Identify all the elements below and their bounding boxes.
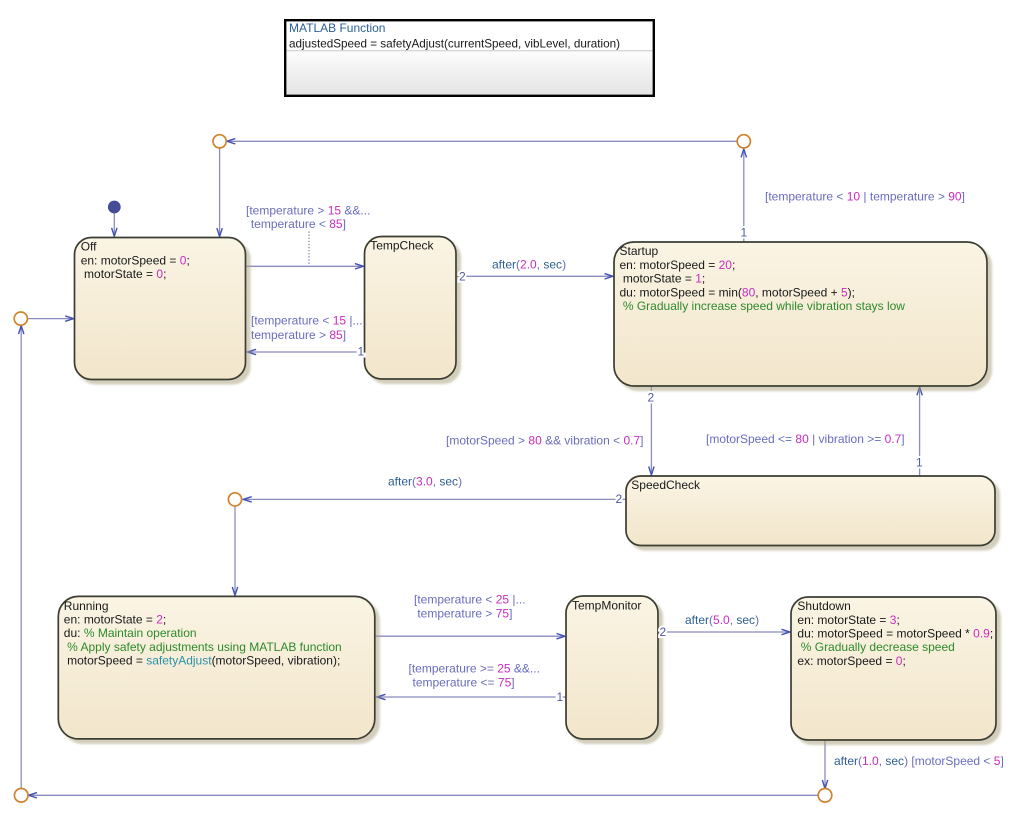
svg-text:motorSpeed = safetyAdjust(moto: motorSpeed = safetyAdjust(motorSpeed, vi…: [64, 653, 341, 667]
svg-text:en: motorSpeed = 20;: en: motorSpeed = 20;: [620, 258, 736, 272]
svg-text:% Gradually decrease speed: % Gradually decrease speed: [797, 640, 954, 654]
svg-text:[motorSpeed > 80 && vibration: [motorSpeed > 80 && vibration < 0.7]: [446, 434, 644, 448]
svg-text:TempMonitor: TempMonitor: [572, 599, 641, 613]
svg-text:1: 1: [557, 690, 564, 704]
svg-text:2: 2: [459, 270, 466, 284]
svg-text:[temperature > 15 &&...: [temperature > 15 &&...: [246, 204, 370, 218]
svg-text:Off: Off: [81, 240, 97, 254]
svg-text:Shutdown: Shutdown: [797, 599, 850, 613]
svg-text:[temperature >= 25 &&...: [temperature >= 25 &&...: [409, 661, 540, 675]
svg-text:after(3.0, sec): after(3.0, sec): [388, 475, 462, 489]
svg-text:en: motorState = 3;: en: motorState = 3;: [797, 613, 899, 627]
svg-text:1: 1: [358, 345, 365, 359]
svg-text:after(1.0, sec) [motorSpeed <: after(1.0, sec) [motorSpeed < 5]: [834, 754, 1004, 768]
svg-text:SpeedCheck: SpeedCheck: [631, 478, 701, 492]
svg-text:ex: motorSpeed = 0;: ex: motorSpeed = 0;: [797, 654, 905, 668]
svg-text:Running: Running: [64, 599, 109, 613]
svg-text:temperature <= 75]: temperature <= 75]: [413, 676, 515, 690]
svg-text:[temperature < 15 |...: [temperature < 15 |...: [251, 314, 363, 328]
svg-text:du: motorSpeed = min(80, motor: du: motorSpeed = min(80, motorSpeed + 5)…: [620, 285, 856, 299]
svg-text:du: % Maintain operation: du: % Maintain operation: [64, 626, 197, 640]
svg-text:[temperature < 25 |...: [temperature < 25 |...: [414, 592, 526, 606]
svg-text:% Gradually increase speed whi: % Gradually increase speed while vibrati…: [620, 299, 906, 313]
svg-text:motorState = 1;: motorState = 1;: [620, 272, 706, 286]
svg-text:TempCheck: TempCheck: [370, 239, 434, 253]
svg-text:en: motorState = 2;: en: motorState = 2;: [64, 613, 166, 627]
svg-text:en: motorSpeed = 0;: en: motorSpeed = 0;: [81, 253, 190, 267]
svg-text:after(2.0, sec): after(2.0, sec): [492, 258, 566, 272]
svg-text:adjustedSpeed = safetyAdjust(c: adjustedSpeed = safetyAdjust(currentSpee…: [289, 38, 620, 51]
svg-text:du: motorSpeed = motorSpeed *: du: motorSpeed = motorSpeed * 0.9;: [797, 627, 993, 641]
svg-text:MATLAB Function: MATLAB Function: [289, 21, 385, 35]
svg-text:motorState = 0;: motorState = 0;: [81, 267, 167, 281]
svg-text:[temperature < 10 | temperatur: [temperature < 10 | temperature > 90]: [765, 190, 965, 204]
svg-text:temperature > 75]: temperature > 75]: [414, 607, 512, 621]
svg-text:1: 1: [741, 226, 748, 240]
svg-text:[motorSpeed <= 80 | vibration: [motorSpeed <= 80 | vibration >= 0.7]: [706, 432, 905, 446]
svg-text:Startup: Startup: [620, 244, 659, 258]
svg-text:2: 2: [648, 391, 655, 405]
svg-text:temperature > 85]: temperature > 85]: [251, 328, 346, 342]
svg-text:temperature < 85]: temperature < 85]: [248, 217, 346, 231]
svg-text:after(5.0, sec): after(5.0, sec): [685, 613, 759, 627]
svg-text:2: 2: [616, 492, 623, 506]
svg-text:% Apply safety adjustments usi: % Apply safety adjustments using MATLAB …: [64, 640, 342, 654]
svg-text:1: 1: [916, 456, 923, 470]
svg-text:2: 2: [660, 625, 667, 639]
